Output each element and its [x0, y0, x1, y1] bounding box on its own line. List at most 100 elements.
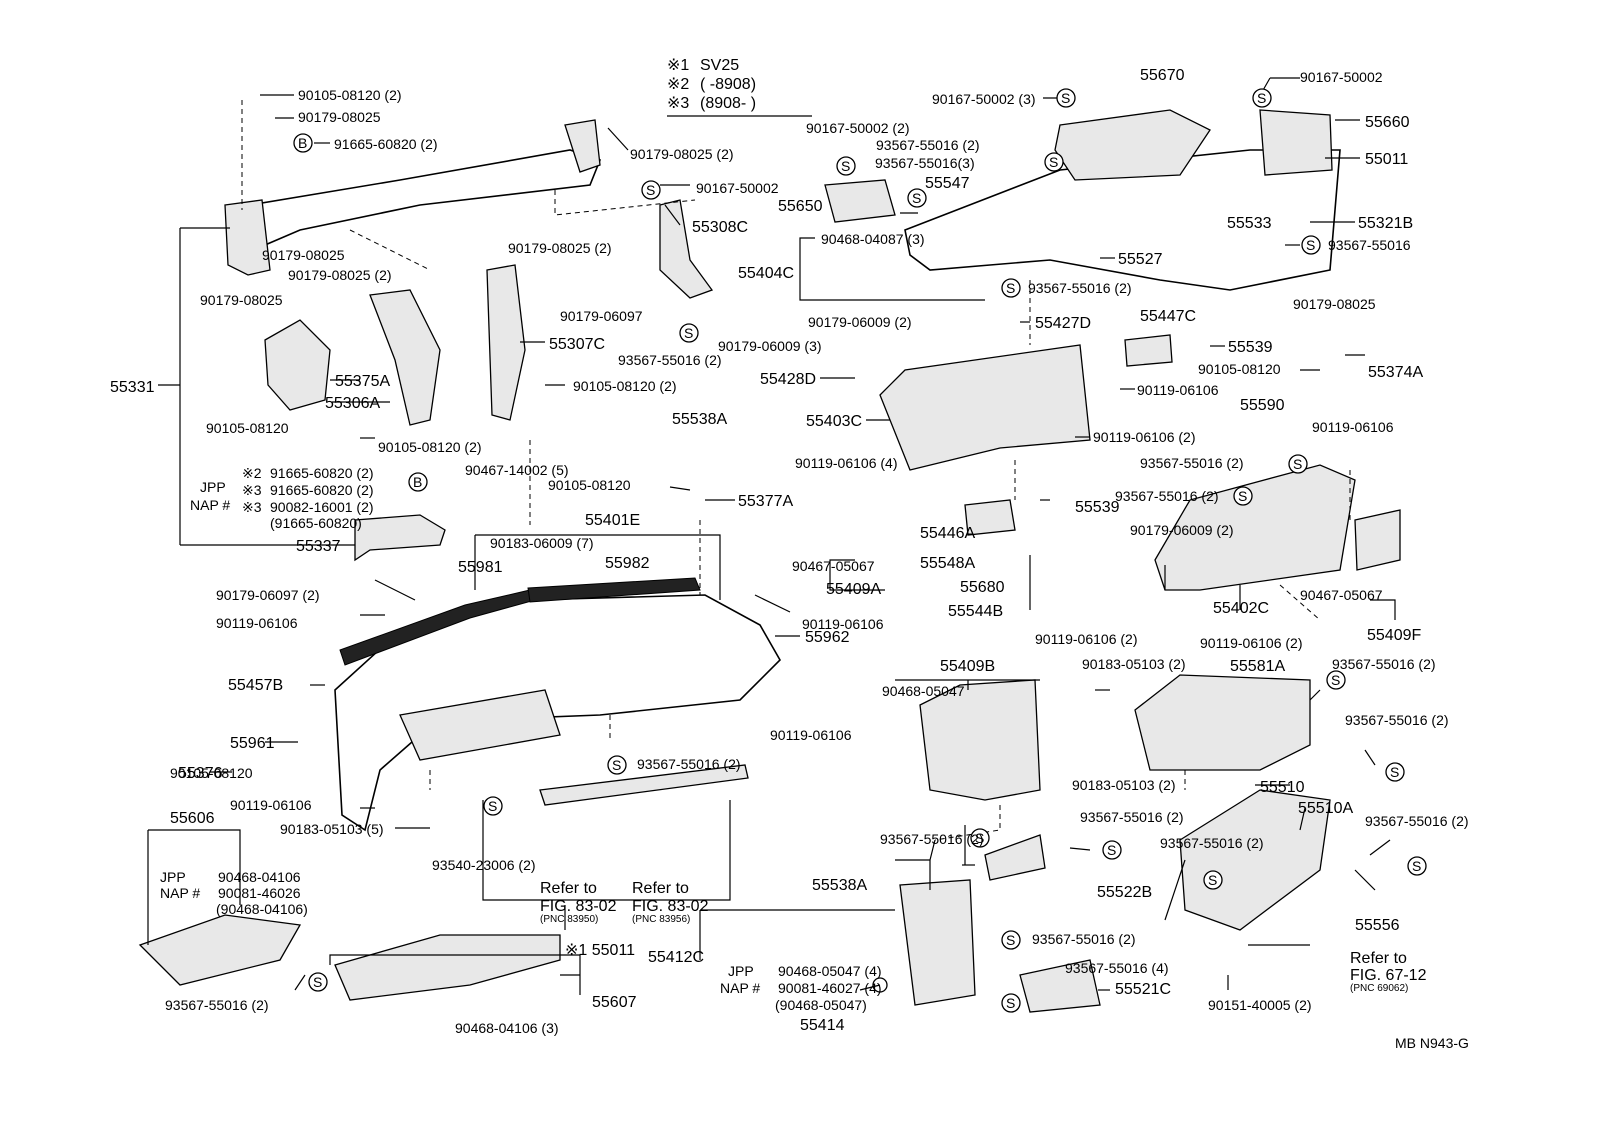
- symbol-s-1-text: S: [646, 182, 655, 198]
- symbol-s-22: [308, 972, 328, 992]
- fastener-f58: 93540-23006 (2): [432, 857, 536, 873]
- fastener-f59: 93567-55016 (2): [1032, 931, 1136, 947]
- symbol-s-3-text: S: [1061, 90, 1070, 106]
- pocket-55521C: [1019, 959, 1101, 1013]
- symbol-b-2: [408, 472, 428, 492]
- symbol-s-8-text: S: [1306, 237, 1315, 253]
- reference-1-fig: FIG. 83-02: [540, 898, 617, 915]
- fastener-f45: 93567-55016 (2): [637, 756, 741, 772]
- label-55331: 55331: [110, 379, 155, 396]
- symbol-s-2: [679, 323, 699, 343]
- symbol-s-13: [483, 796, 503, 816]
- fastener-f29: 90119-06106: [1312, 419, 1394, 435]
- fastener-f34: 90467-14002 (5): [465, 462, 569, 478]
- variant-mark-2: ※3: [242, 482, 262, 498]
- symbol-s-11: [1233, 486, 1253, 506]
- fastener-f10: 90179-06097: [560, 308, 643, 324]
- figure-references: Refer to FIG. 83-02 (PNC 83950) Refer to…: [540, 880, 1427, 994]
- label-55556: 55556: [1355, 917, 1400, 934]
- variant-jpp-1: JPP: [200, 479, 226, 495]
- fastener-f2: 90179-08025: [298, 109, 381, 125]
- fastener-f25: 90179-08025: [1293, 296, 1376, 312]
- label-55680: 55680: [960, 579, 1005, 596]
- fastener-f53: 93567-55016 (2): [1345, 712, 1449, 728]
- switch-55447C: [1124, 334, 1173, 367]
- fastener-f23: 90179-06009 (2): [808, 314, 912, 330]
- fastener-f55: 93567-55016 (2): [1080, 809, 1184, 825]
- label-55402C: 55402C: [1213, 600, 1269, 617]
- label-55670: 55670: [1140, 67, 1185, 84]
- symbol-b-1: [293, 133, 313, 153]
- label-55306A: 55306A: [325, 395, 380, 412]
- label-55650: 55650: [778, 198, 823, 215]
- circled-symbols: B B S S S S S S S S S S S S S S S S S: [293, 88, 1427, 1013]
- garnish-55446A: [964, 499, 1016, 536]
- reinforcement-right-bracket: [564, 119, 601, 173]
- label-55982: 55982: [605, 555, 650, 572]
- fastener-f37: 90179-06097 (2): [216, 587, 320, 603]
- fastener-f62: 93567-55016 (2): [165, 997, 269, 1013]
- symbol-s-10-text: S: [1293, 456, 1302, 472]
- label-55538A-a: 55538A: [672, 411, 727, 428]
- variant-block-bottom-left: JPP NAP # 90468-04106 90081-46026 (90468…: [160, 869, 308, 917]
- variant-block-left-mid: JPP NAP # ※2 91665-60820 (2) ※3 91665-60…: [190, 465, 374, 531]
- label-55446A: 55446A: [920, 525, 975, 542]
- fastener-f3: 91665-60820 (2): [334, 136, 438, 152]
- fastener-f8: 90179-08025: [200, 292, 283, 308]
- label-55308C: 55308C: [692, 219, 748, 236]
- fastener-f35: 90105-08120: [548, 477, 631, 493]
- fastener-f46: 90105-08120: [170, 765, 253, 781]
- symbol-s-15: [1385, 762, 1405, 782]
- label-55962: 55962: [805, 629, 850, 646]
- fastener-f15: 90167-50002 (3): [932, 91, 1036, 107]
- fastener-f5: 90167-50002: [696, 180, 779, 196]
- fastener-f42: 90119-06106 (2): [1035, 631, 1137, 647]
- label-55377A: 55377A: [738, 493, 793, 510]
- label-55581A: 55581A: [1230, 658, 1285, 675]
- label-55660: 55660: [1365, 114, 1410, 131]
- fastener-f57: 93567-55016 (2): [1365, 813, 1469, 829]
- undercover-55606: [138, 914, 302, 986]
- symbol-s-6: [907, 188, 927, 208]
- lower-panel-55409B: [919, 679, 1041, 801]
- fastener-f43: 90119-06106 (2): [1200, 635, 1302, 651]
- symbol-s-20: [1001, 930, 1021, 950]
- symbol-s-11-text: S: [1238, 488, 1247, 504]
- variant-code-2: 91665-60820 (2): [270, 482, 374, 498]
- panel-55403C: [879, 344, 1091, 471]
- fastener-f52: 93567-55016 (2): [1332, 656, 1436, 672]
- label-55409A: 55409A: [826, 581, 881, 598]
- reference-1-pnc: (PNC 83950): [540, 914, 598, 925]
- label-55548A: 55548A: [920, 555, 975, 572]
- label-55321B: 55321B: [1358, 215, 1413, 232]
- symbol-s-14-text: S: [1331, 672, 1340, 688]
- label-55428D: 55428D: [760, 371, 816, 388]
- fastener-f7: 90179-08025 (2): [288, 267, 392, 283]
- register-55409F: [1354, 509, 1401, 571]
- symbol-s-8: [1301, 235, 1321, 255]
- part-drawings: [138, 109, 1401, 1013]
- symbol-s-7-text: S: [1049, 154, 1058, 170]
- fastener-f31: 90119-06106 (4): [795, 455, 897, 471]
- legend-text-2: ( -8908): [700, 76, 756, 93]
- label-55403C: 55403C: [806, 413, 862, 430]
- glove-box-door-55510: [1179, 789, 1331, 931]
- label-55409B: 55409B: [940, 658, 995, 675]
- label-55337: 55337: [296, 538, 341, 555]
- symbol-s-17-text: S: [1107, 842, 1116, 858]
- fastener-f39: 90119-06106: [802, 616, 884, 632]
- label-55544B: 55544B: [948, 603, 1003, 620]
- legend-mark-2: ※2: [667, 76, 689, 93]
- fastener-f47: 90119-06106: [230, 797, 312, 813]
- fastener-f51: 90183-05103 (2): [1072, 777, 1176, 793]
- fastener-f16: 90167-50002: [1300, 69, 1383, 85]
- symbol-s-4: [1252, 88, 1272, 108]
- variant-alt-code-2: (90468-04106): [216, 901, 308, 917]
- variant-nap-code-3: 90081-46027 (4): [778, 980, 882, 996]
- fastener-f60: 93567-55016 (4): [1065, 960, 1169, 976]
- reference-2-refer: Refer to: [632, 880, 689, 897]
- panel-55402C: [1154, 464, 1356, 591]
- label-55412C: 55412C: [648, 949, 704, 966]
- brace-55306A: [369, 289, 441, 426]
- symbol-b-1-text: B: [298, 135, 307, 151]
